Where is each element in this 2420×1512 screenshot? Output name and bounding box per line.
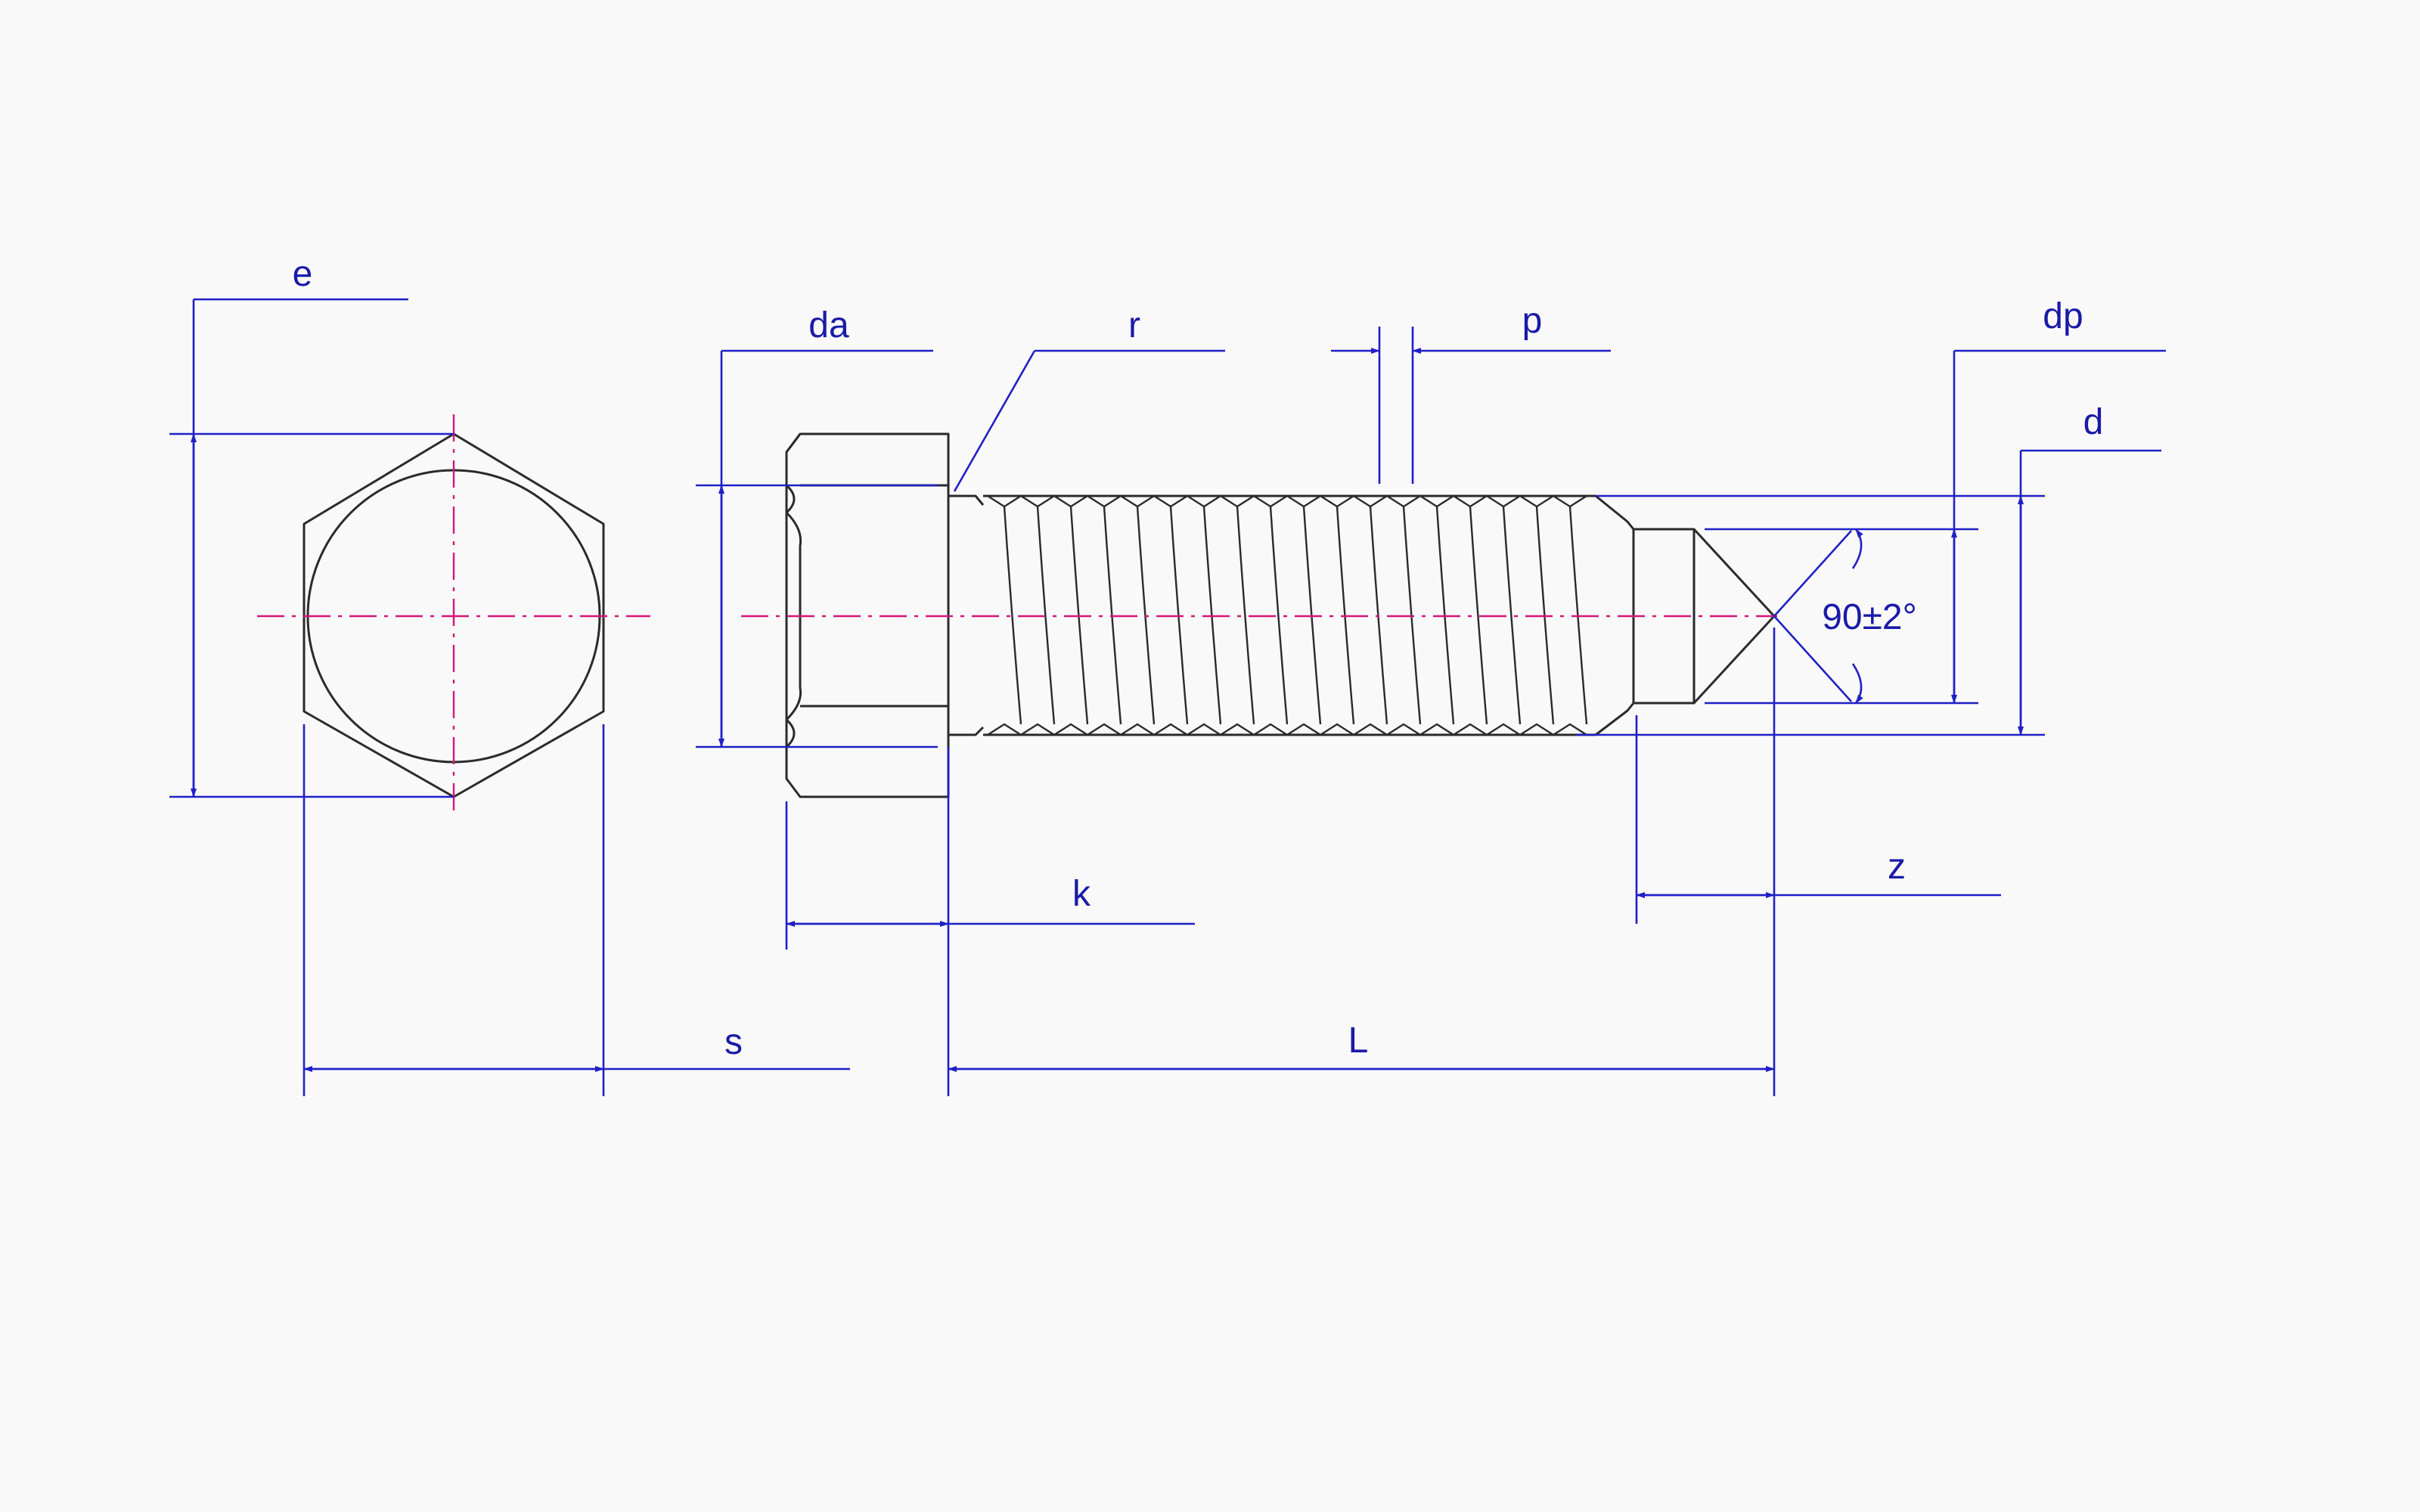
dog-point xyxy=(1634,528,1696,705)
label-da: da xyxy=(808,305,849,345)
head-chamfer-top xyxy=(785,484,948,514)
label-r: r xyxy=(1128,305,1140,345)
head-chamfer-bottom xyxy=(785,705,948,748)
dimension-dp: dp xyxy=(1705,296,2166,705)
label-L: L xyxy=(1348,1021,1369,1061)
dimension-k: k xyxy=(785,747,1195,1096)
dimension-cone-angle: 90±2° xyxy=(1773,528,1917,704)
dimension-da: da xyxy=(696,305,938,748)
label-e: e xyxy=(293,254,313,294)
hex-end-view xyxy=(257,414,650,816)
dimension-L: L xyxy=(948,627,1776,1096)
dimension-d: d xyxy=(1576,402,2161,736)
dimension-p: p xyxy=(1331,301,1611,484)
dimension-s: s xyxy=(302,724,850,1096)
dimension-z: z xyxy=(1635,715,2001,924)
underhead-fillet xyxy=(948,494,985,736)
dimension-r: r xyxy=(953,305,1225,492)
label-s: s xyxy=(724,1022,743,1062)
label-z: z xyxy=(1888,847,1906,887)
label-dp: dp xyxy=(2043,296,2083,336)
label-cone-angle: 90±2° xyxy=(1822,597,1917,637)
dimension-e: e xyxy=(169,254,454,798)
bolt-side-view xyxy=(741,432,1777,798)
label-d: d xyxy=(2083,402,2104,442)
label-p: p xyxy=(1522,301,1543,341)
label-k: k xyxy=(1072,874,1091,914)
